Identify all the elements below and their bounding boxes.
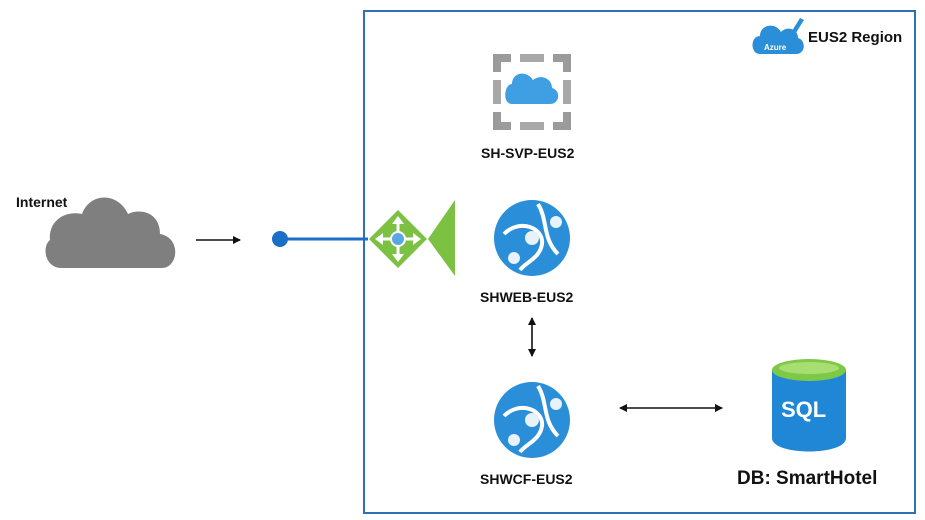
azure-cloud-icon [752, 18, 804, 54]
web-label: SHWEB-EUS2 [480, 289, 574, 305]
wcf-label: SHWCF-EUS2 [480, 471, 573, 487]
svp-label: SH-SVP-EUS2 [481, 145, 575, 161]
sql-database-icon [772, 359, 846, 452]
internet-cloud-icon [45, 197, 176, 268]
internet-label: Internet [16, 194, 68, 210]
sql-icon-text: SQL [781, 397, 827, 422]
wcf-app-service-icon [492, 380, 572, 460]
database-label: DB: SmartHotel [737, 468, 878, 489]
application-gateway-icon [369, 200, 455, 276]
region-title: EUS2 Region [808, 29, 903, 46]
service-plan-icon [493, 54, 571, 130]
web-app-service-icon [492, 198, 572, 278]
region-badge-label: Azure [764, 43, 787, 52]
region-boundary [363, 10, 916, 514]
